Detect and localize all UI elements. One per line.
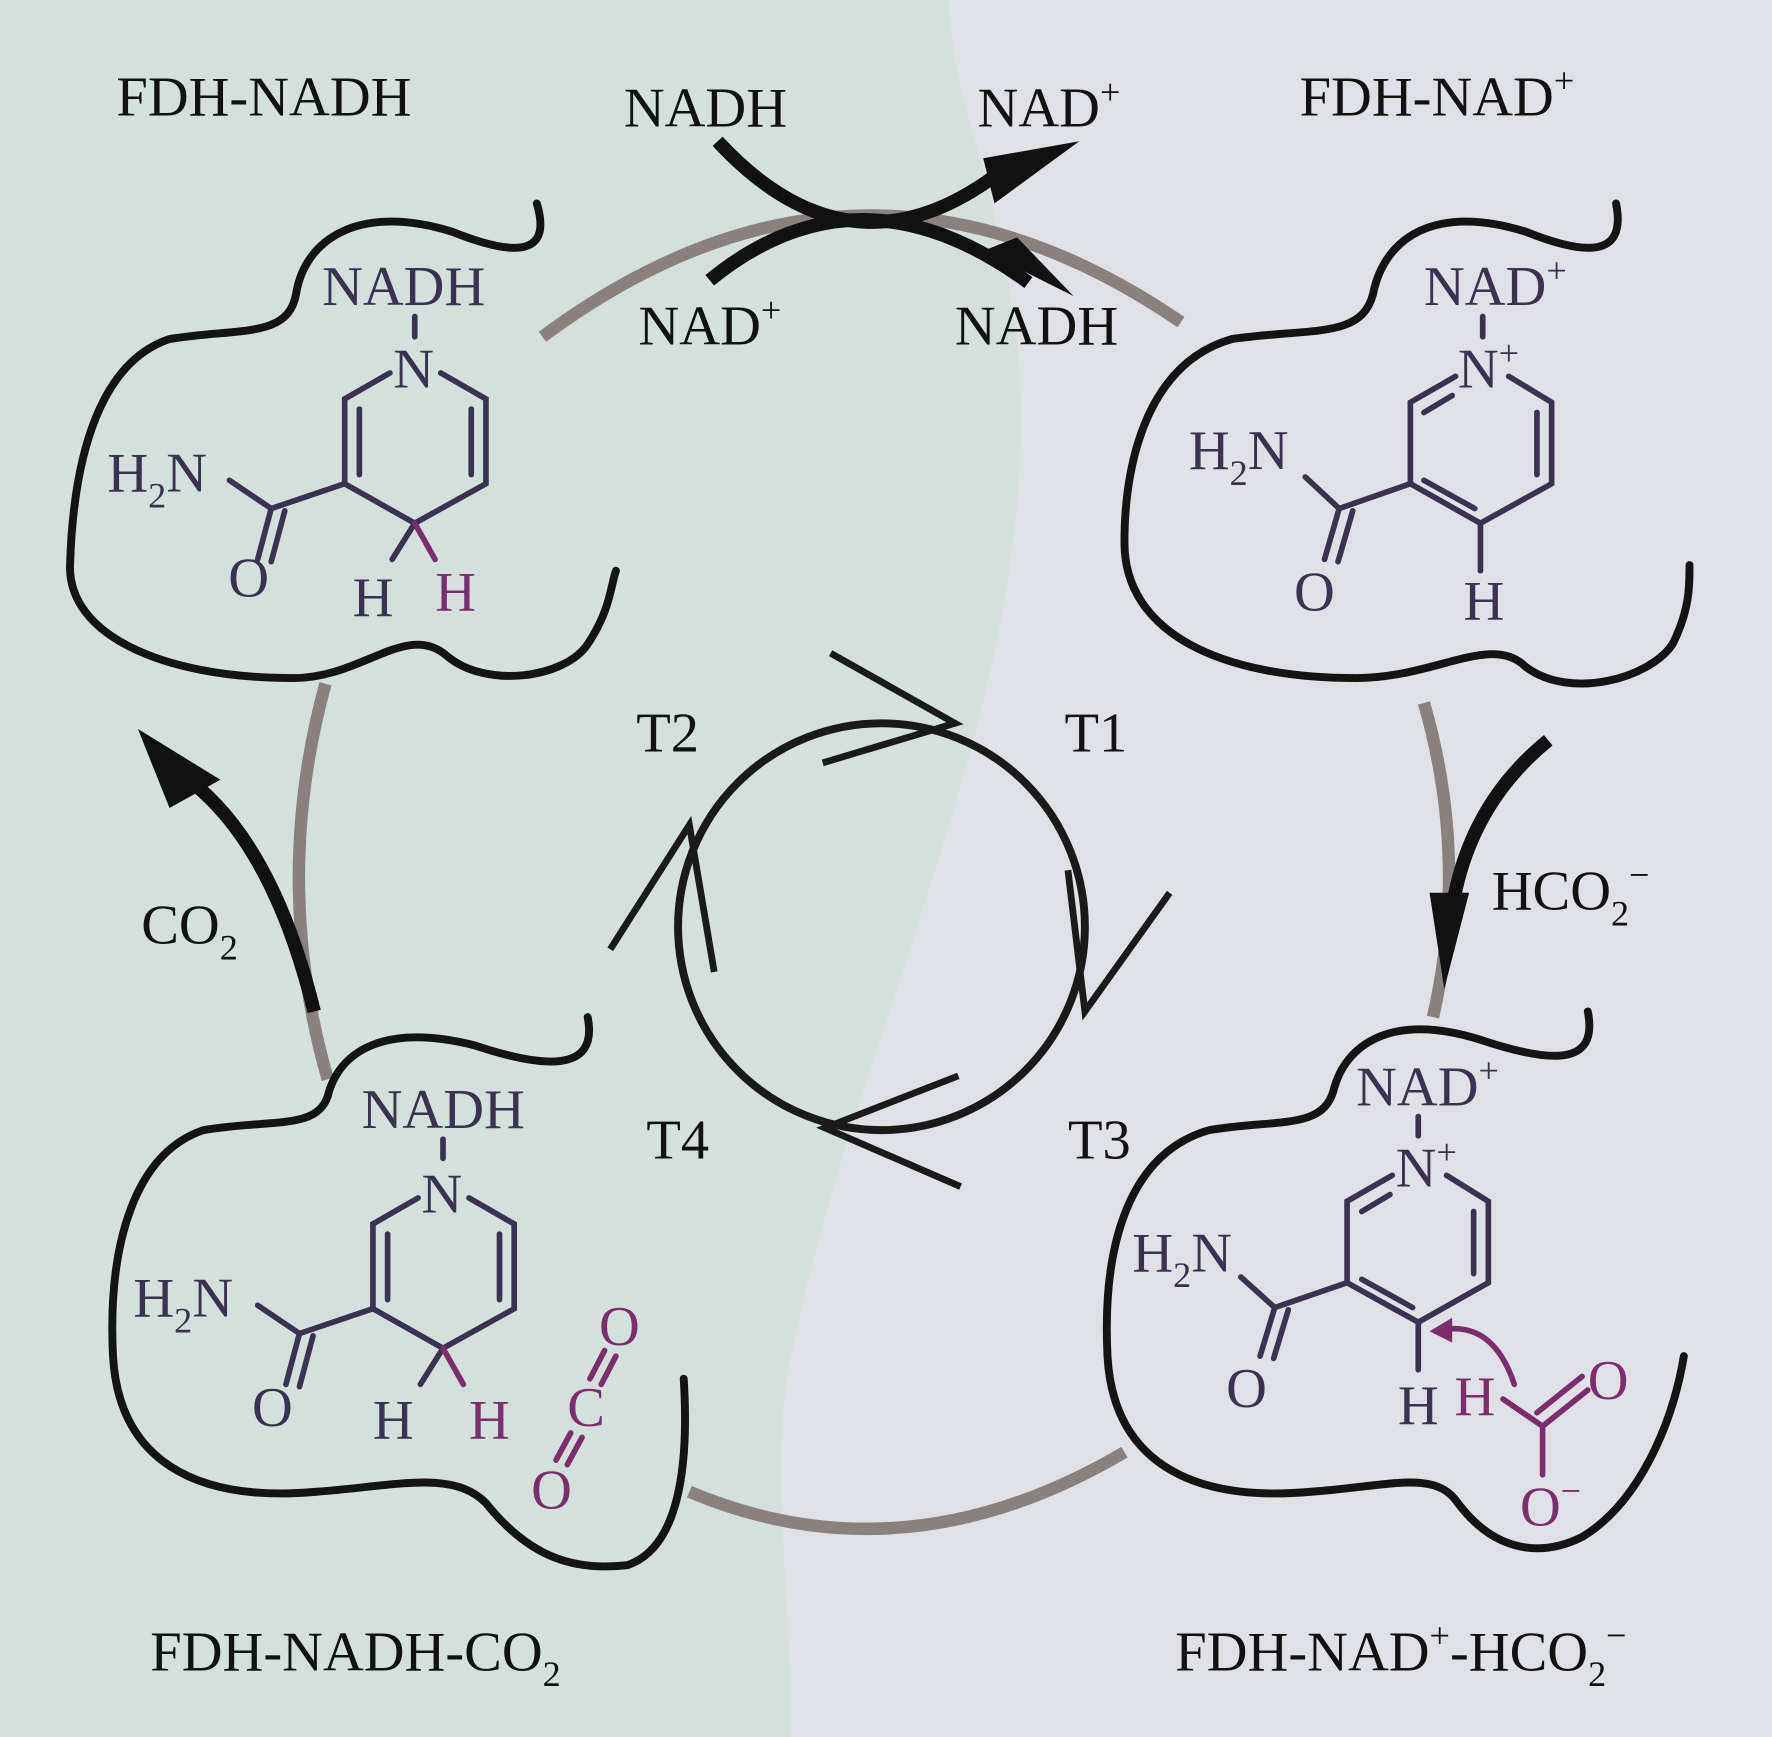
state-label-fdh-nad: FDH-NAD+ [1300, 61, 1575, 129]
state-label-fdh-nadh: FDH-NADH [116, 66, 411, 128]
svg-text:O−: O− [1520, 1471, 1581, 1539]
transition-t4: T4 [646, 1109, 709, 1171]
svg-text:H: H [353, 567, 394, 629]
svg-text:NADH: NADH [322, 256, 485, 318]
svg-text:O: O [228, 548, 269, 610]
enzyme-pocket-bottom-left [108, 1013, 689, 1571]
exchange-nad-in: NAD+ [639, 290, 782, 358]
svg-text:O: O [1588, 1350, 1629, 1412]
enzyme-pocket-bottom-right [1102, 1007, 1688, 1553]
right-background [781, 0, 1772, 1737]
nadh-molecule-top-left: NADH N H2N O H H [107, 256, 489, 629]
enzyme-pocket-top-left [66, 199, 620, 683]
svg-text:O: O [1226, 1358, 1267, 1420]
svg-text:O: O [531, 1460, 572, 1522]
svg-text:N+: N+ [1458, 333, 1519, 401]
transition-cycle-circle [607, 650, 1173, 1190]
enzyme-pocket-top-right [1120, 199, 1694, 688]
exchange-nad-out: NAD+ [978, 72, 1121, 140]
svg-text:H2N: H2N [107, 443, 207, 516]
svg-text:NADH: NADH [362, 1079, 525, 1141]
svg-text:H: H [1463, 570, 1504, 632]
svg-text:NAD+: NAD+ [1356, 1051, 1499, 1119]
state-label-fdh-nad-hco2: FDH-NAD+-HCO2− [1175, 1616, 1626, 1694]
nad-formate-molecule-bottom-right: NAD+ N+ H2N O H H O O− [1132, 1051, 1628, 1539]
co2-label: CO2 [141, 895, 238, 968]
transition-t1: T1 [1065, 703, 1128, 765]
svg-text:H: H [435, 561, 476, 623]
formate-binding-arrow [1429, 734, 1553, 989]
svg-text:N+: N+ [1396, 1132, 1457, 1200]
transition-t3: T3 [1068, 1109, 1131, 1171]
svg-text:H2N: H2N [1132, 1222, 1232, 1295]
svg-text:H: H [373, 1390, 414, 1452]
transition-t2: T2 [636, 703, 699, 765]
exchange-nadh-in: NADH [624, 78, 787, 140]
nad-molecule-top-right: NAD+ N+ H2N O H [1189, 251, 1567, 633]
exchange-nadh-out: NADH [955, 296, 1118, 358]
svg-text:O: O [599, 1296, 640, 1358]
state-label-fdh-nadh-co2: FDH-NADH-CO2 [150, 1621, 560, 1694]
svg-text:N: N [393, 339, 434, 401]
svg-text:H2N: H2N [133, 1268, 233, 1341]
nadh-co2-molecule-bottom-left: NADH N H2N O H H O C O [133, 1079, 639, 1522]
svg-text:O: O [252, 1377, 293, 1439]
svg-text:H: H [1454, 1366, 1495, 1428]
svg-text:O: O [1294, 561, 1335, 623]
formate-label: HCO2− [1492, 855, 1650, 933]
svg-text:H: H [1398, 1375, 1439, 1437]
svg-text:C: C [567, 1377, 605, 1439]
co2-release-arrow [137, 728, 321, 1014]
svg-text:NAD+: NAD+ [1424, 251, 1567, 319]
svg-text:H: H [469, 1390, 510, 1452]
svg-text:H2N: H2N [1189, 420, 1289, 493]
svg-text:N: N [422, 1164, 463, 1226]
cofactor-exchange-arrows [705, 136, 1080, 297]
